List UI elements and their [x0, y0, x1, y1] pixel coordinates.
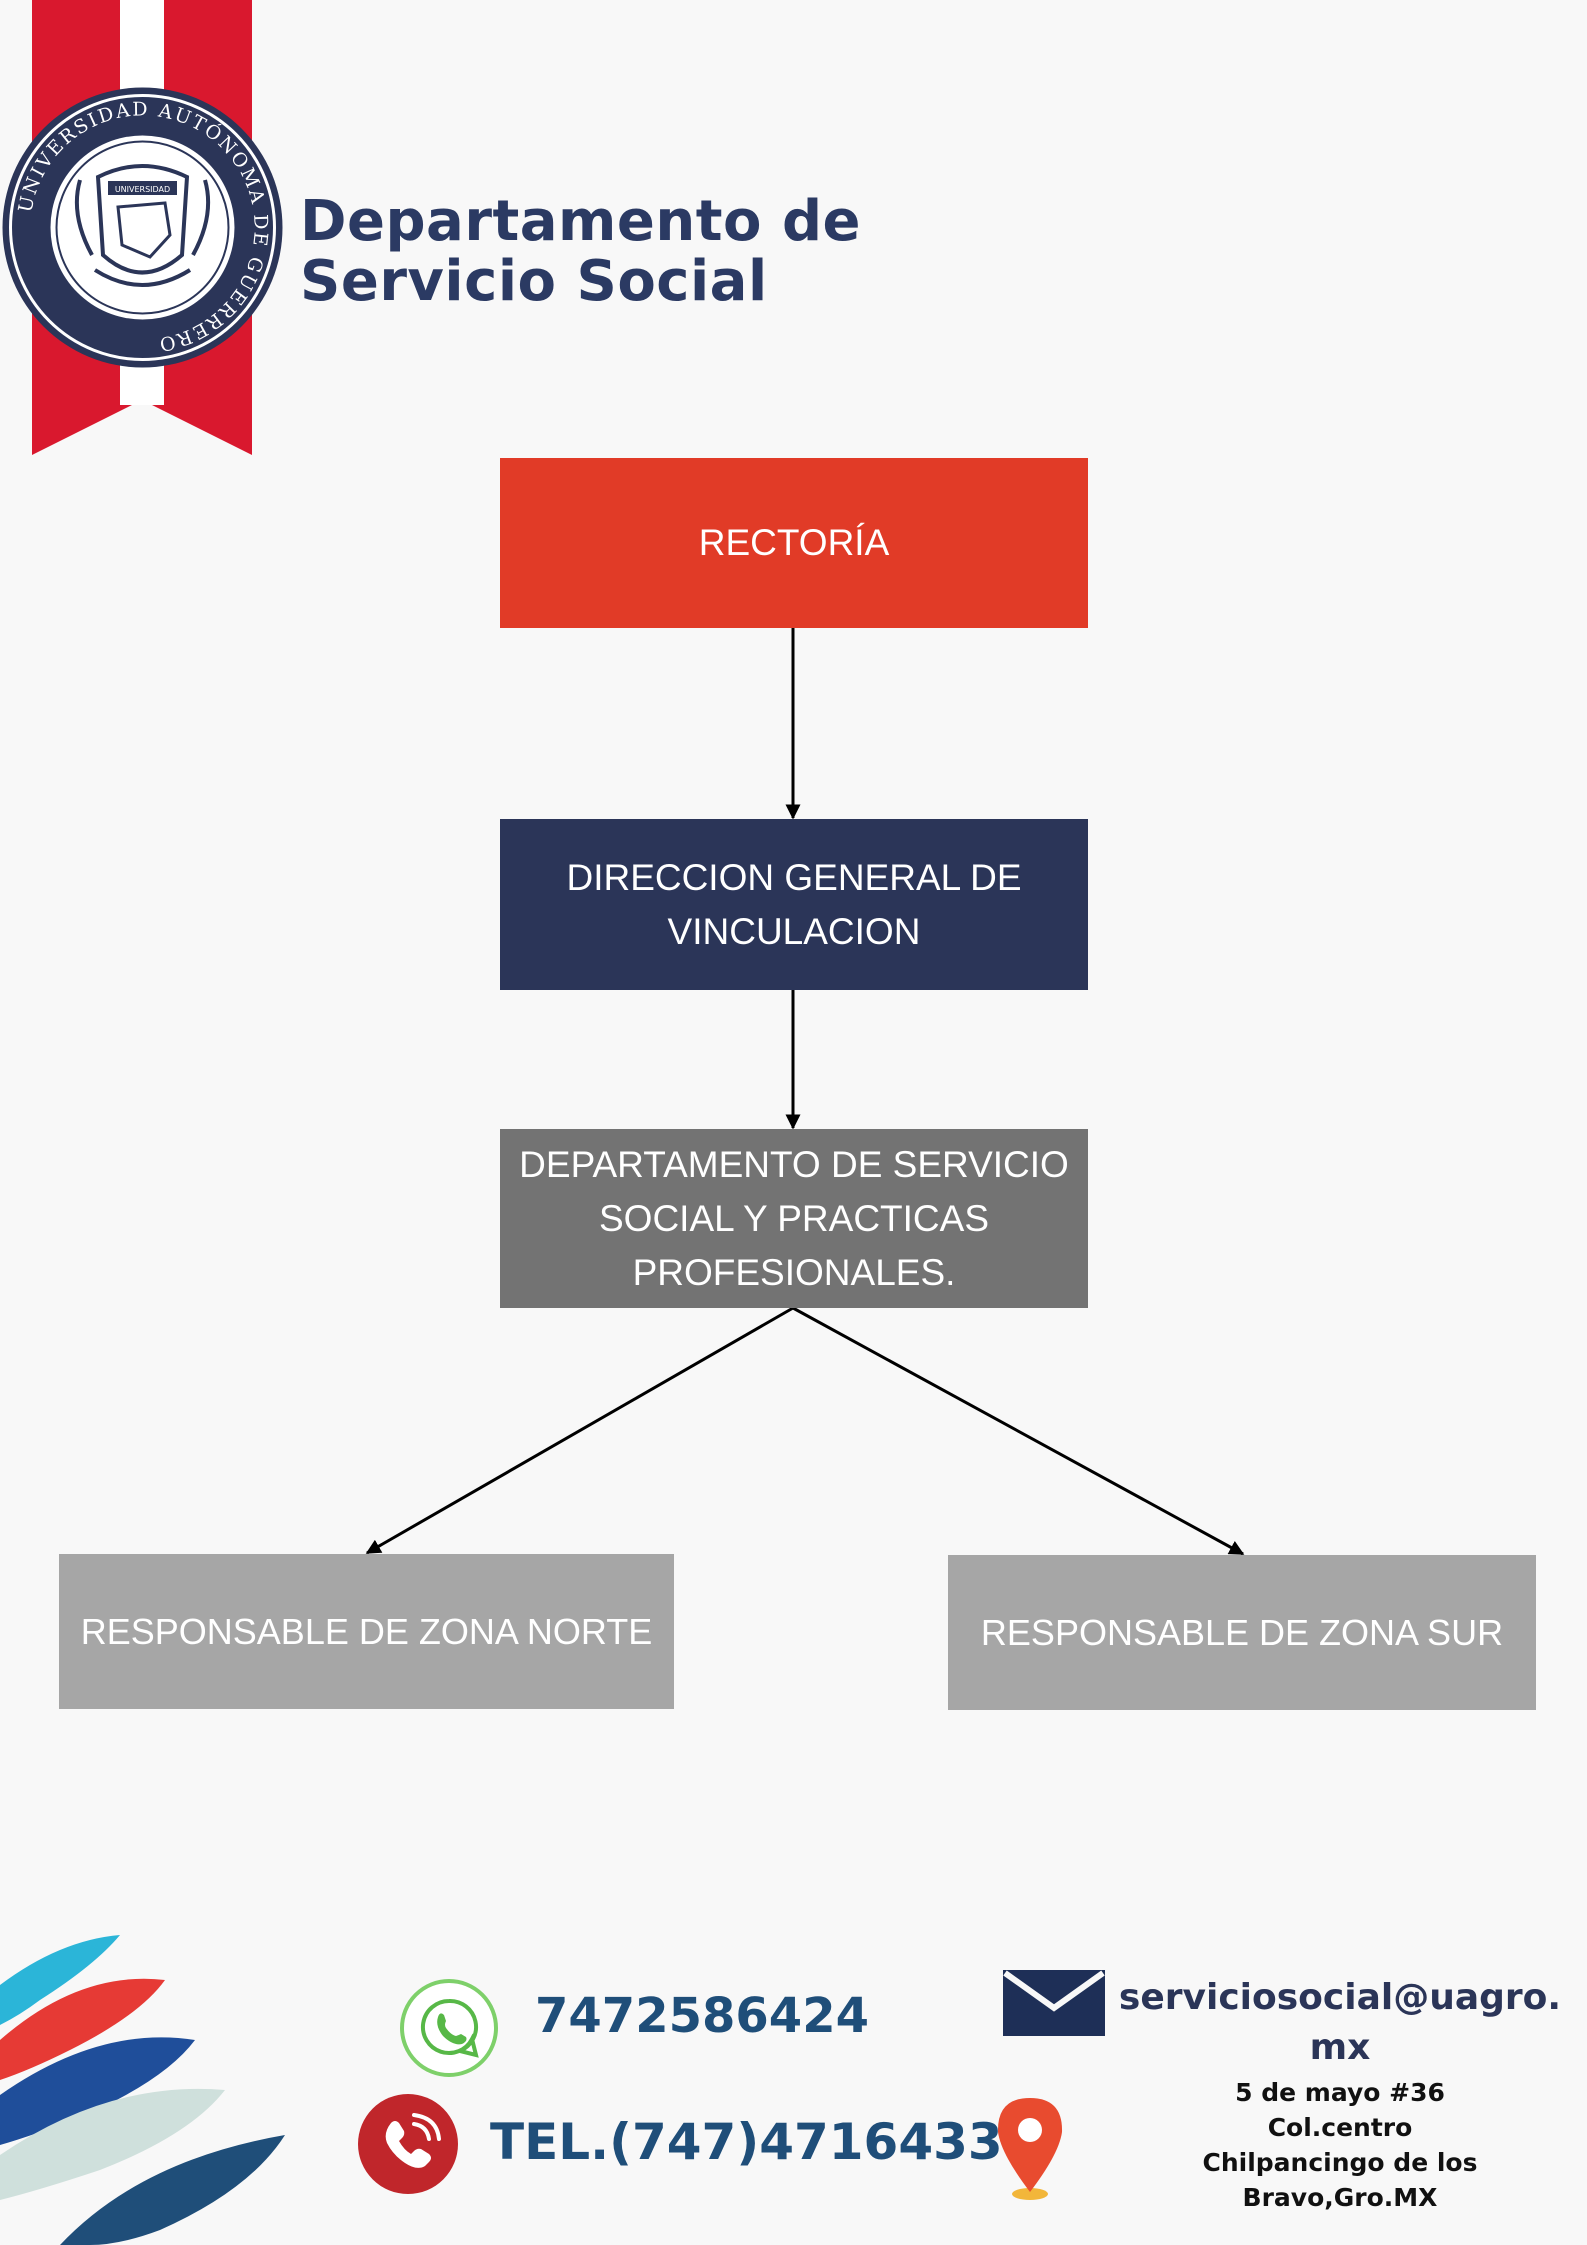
node-departamento: DEPARTAMENTO DE SERVICIO SOCIAL Y PRACTI…	[500, 1129, 1088, 1308]
node-direccion-general: DIRECCION GENERAL DE VINCULACION	[500, 819, 1088, 990]
node-direccion-label: DIRECCION GENERAL DE VINCULACION	[566, 856, 1022, 952]
whatsapp-icon[interactable]	[398, 1977, 500, 2079]
whatsapp-number[interactable]: 7472586424	[535, 1988, 869, 2044]
node-zona-norte: RESPONSABLE DE ZONA NORTE	[59, 1554, 674, 1709]
node-zona-norte-label: RESPONSABLE DE ZONA NORTE	[80, 1610, 653, 1652]
node-zona-sur: RESPONSABLE DE ZONA SUR	[948, 1555, 1536, 1710]
node-zona-sur-label: RESPONSABLE DE ZONA SUR	[980, 1611, 1504, 1653]
node-rectoria-label: RECTORÍA	[698, 522, 890, 563]
decorative-brush-strokes	[0, 1935, 285, 2245]
phone-icon[interactable]	[357, 2093, 459, 2195]
email-address[interactable]: serviciosocial@uagro.mx	[1118, 1977, 1562, 2068]
connector-departamento-sur	[792, 1306, 1245, 1556]
connector-departamento-norte	[365, 1306, 794, 1555]
svg-text:UNIVERSIDAD: UNIVERSIDAD	[115, 185, 170, 194]
address-line-2: Col.centro	[1267, 2113, 1413, 2142]
title-line-1: Departamento de	[300, 189, 862, 254]
postal-address: 5 de mayo #36 Col.centro Chilpancingo de…	[1105, 2075, 1575, 2215]
location-pin-icon	[997, 2098, 1063, 2200]
university-seal: UNIVERSIDAD AUTÓNOMA DE GUERRERO UNIVERS…	[2, 87, 283, 368]
department-title: Departamento de Servicio Social	[300, 192, 861, 312]
node-rectoria: RECTORÍA	[500, 458, 1088, 628]
envelope-icon[interactable]	[1003, 1970, 1105, 2036]
address-line-1: 5 de mayo #36	[1235, 2078, 1445, 2107]
address-line-3: Chilpancingo de los Bravo,Gro.MX	[1202, 2148, 1478, 2212]
phone-number[interactable]: TEL.(747)4716433	[490, 2113, 1003, 2171]
title-line-2: Servicio Social	[300, 249, 768, 314]
node-departamento-label: DEPARTAMENTO DE SERVICIO SOCIAL Y PRACTI…	[519, 1143, 1069, 1293]
